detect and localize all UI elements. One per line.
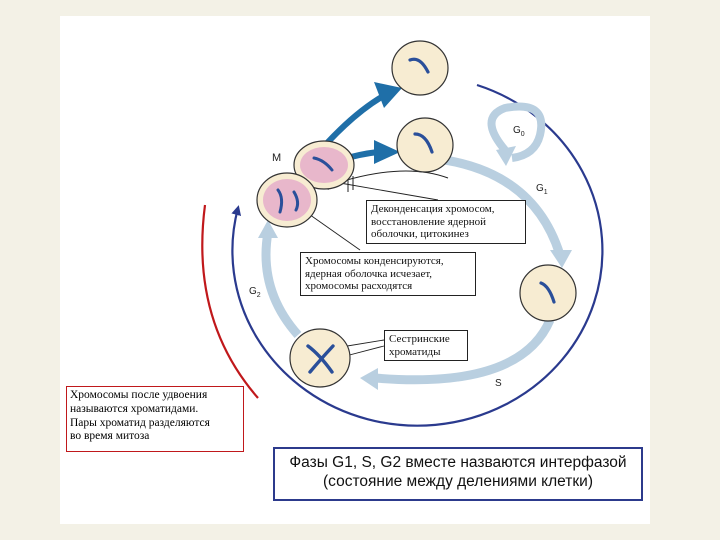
label-g2: G2 xyxy=(249,286,261,299)
condensation-line: ядерная оболочка исчезает, xyxy=(305,267,433,280)
chromatids-note-line: во время митоза xyxy=(70,430,150,443)
condensation-line: хромосомы расходятся xyxy=(305,280,413,293)
g2-cell xyxy=(289,328,351,388)
g1-cell xyxy=(519,264,577,322)
inner-cycle-arc-g1 xyxy=(444,155,565,257)
g0-loop-arrowhead xyxy=(496,146,516,166)
outer-cycle-arrow xyxy=(231,83,604,427)
decondensation-line: Деконденсация хромосом, xyxy=(371,203,495,215)
mitosis-cell xyxy=(256,140,355,228)
sister-chromatids-box: Сестринские хроматиды xyxy=(384,330,468,362)
decondensation-box: Деконденсация хромосом, восстановление я… xyxy=(366,200,526,244)
label-s: S xyxy=(495,378,502,389)
chromatids-note-box: Хромосомы после удвоения называются хром… xyxy=(66,386,244,452)
interphase-note-line: (состояние между делениями клетки) xyxy=(323,472,593,490)
inner-cycle-arc-g2 xyxy=(261,231,302,338)
label-g0: G0 xyxy=(513,125,525,138)
chromatids-note-line: Пары хроматид разделяются xyxy=(70,416,210,429)
inner-cycle-arrowhead-g2 xyxy=(258,220,278,238)
sister-line: хроматиды xyxy=(389,345,441,358)
label-g1: G1 xyxy=(536,183,548,196)
label-mitosis: M xyxy=(272,152,282,164)
division-arrowhead-lower xyxy=(374,140,400,164)
inner-cycle-arc-s xyxy=(374,318,555,385)
pointer-decondensation xyxy=(339,182,439,201)
inner-cycle-arrowhead-g1 xyxy=(550,250,572,268)
mitosis-red-arc xyxy=(201,204,259,399)
decondensation-line: оболочки, цитокинез xyxy=(371,228,469,241)
chromatids-note-line: Хромосомы после удвоения xyxy=(70,389,208,401)
condensation-line: Хромосомы конденсируются, xyxy=(305,255,444,267)
g0-loop-arrow xyxy=(487,102,546,162)
daughter-cell-top xyxy=(391,40,449,96)
inner-cycle-arrowhead-s xyxy=(360,368,378,390)
chromatids-note-line: называются хроматидами. xyxy=(70,402,199,415)
sister-line: Сестринские xyxy=(389,333,450,345)
interphase-note-line: Фазы G1, S, G2 вместе назваются интерфаз… xyxy=(289,454,627,471)
interphase-note-box: Фазы G1, S, G2 вместе назваются интерфаз… xyxy=(273,447,643,501)
daughter-cell-middle xyxy=(396,117,454,173)
division-arrowhead-upper xyxy=(374,82,402,108)
decondensation-line: восстановление ядерной xyxy=(371,215,487,228)
condensation-box: Хромосомы конденсируются, ядерная оболоч… xyxy=(300,252,476,296)
